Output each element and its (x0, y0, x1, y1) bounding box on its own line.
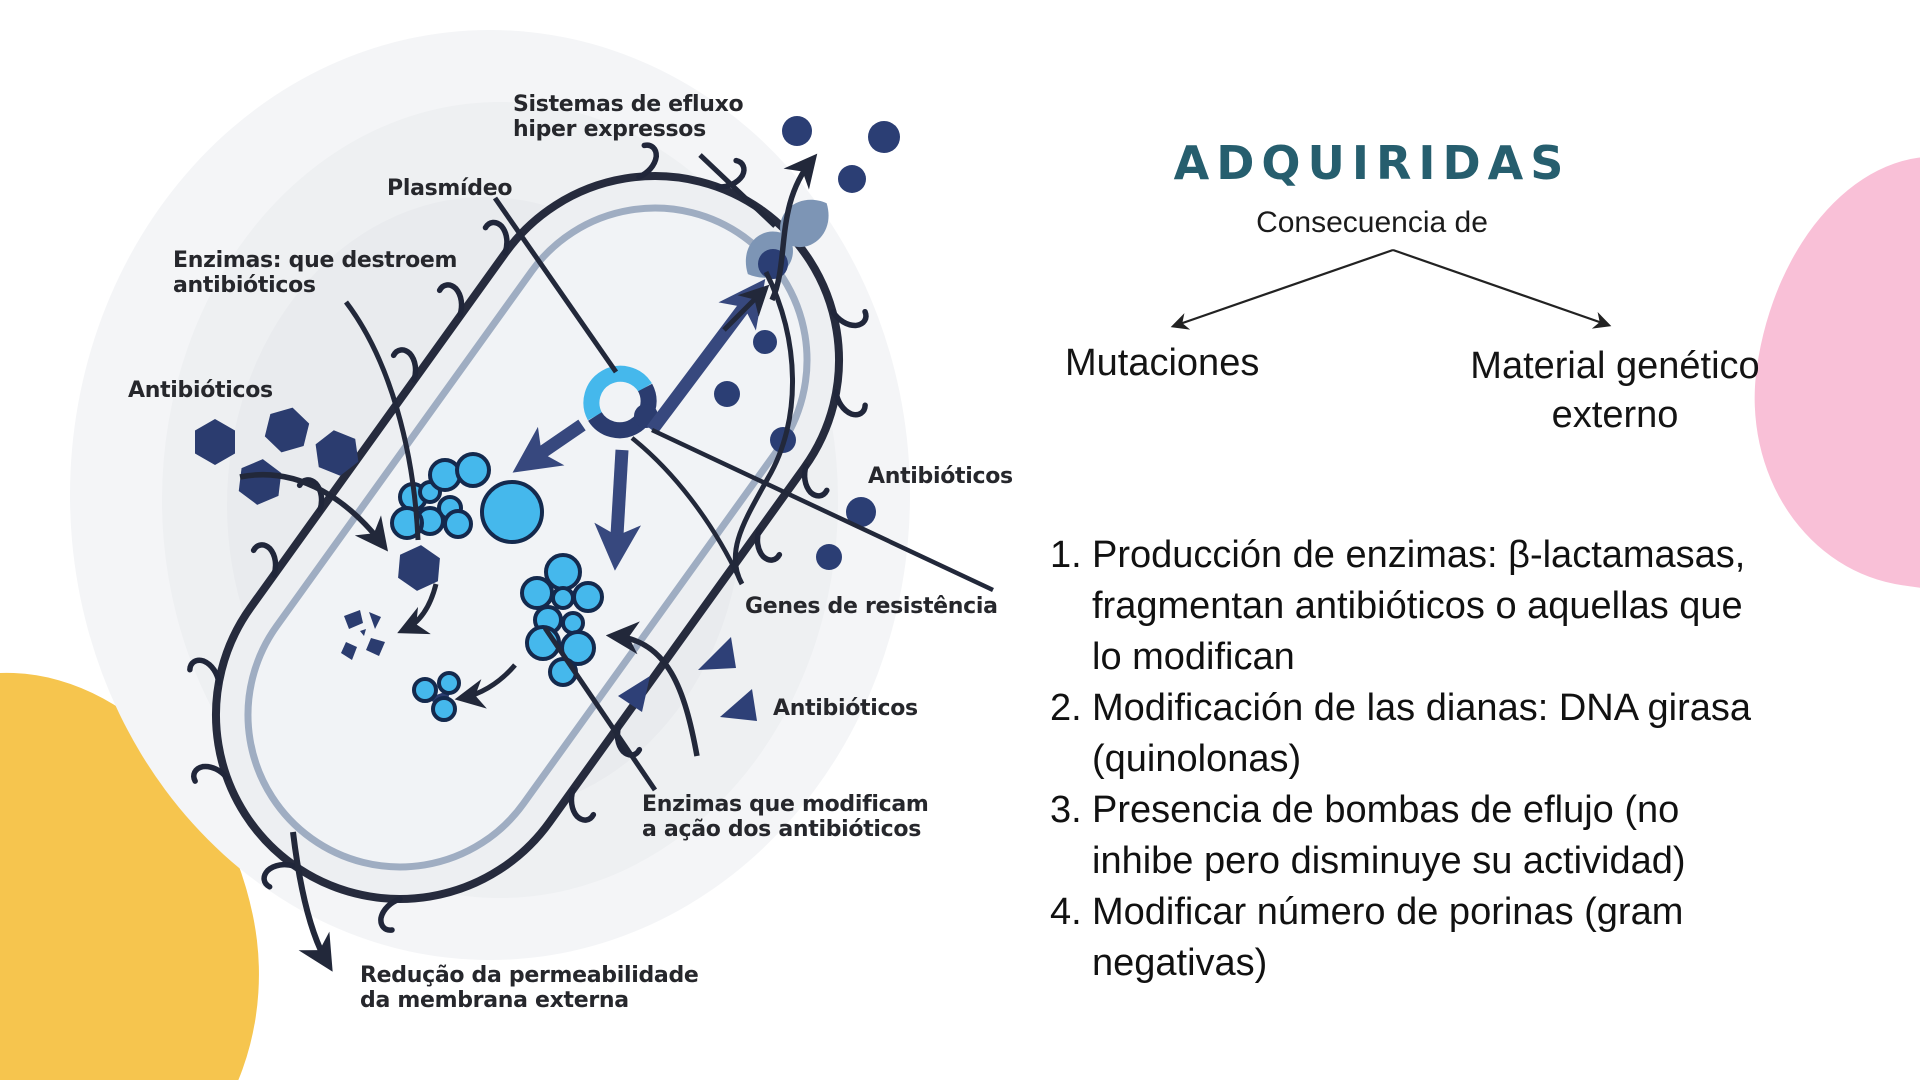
pointer-lines (239, 153, 994, 972)
list-text: Modificación de las dianas: DNA girasa (… (1092, 687, 1752, 780)
arrow-to-left-cluster (512, 419, 586, 473)
bacteria-diagram (70, 30, 994, 972)
cluster-to-small-arrow (454, 663, 517, 709)
branch-arrows (1170, 248, 1612, 330)
enzymes-modify-label-line (542, 626, 658, 792)
branch-external-material: Material genético externo (1470, 345, 1760, 436)
label-resistance-genes: Genes de resistência (745, 594, 998, 619)
genes-secondary-line (630, 436, 743, 581)
antibiotic-fragments (341, 610, 385, 660)
branch-arrow-left (1170, 248, 1394, 330)
list-item-4: 4. Modificar número de porinas (gram neg… (1050, 887, 1850, 989)
efflux-pump (746, 153, 829, 302)
enzyme-cluster-small (412, 671, 461, 722)
branch-mutations: Mutaciones (1065, 342, 1260, 384)
panel-title: ADQUIRIDAS (1173, 136, 1571, 190)
label-reduced-permeability: Redução da permeabilidade da membrana ex… (360, 963, 699, 1014)
arrow-to-bottom-cluster (594, 449, 642, 571)
efflux-arrow (769, 153, 818, 302)
list-item-2: 2. Modificación de las dianas: DNA giras… (1050, 683, 1850, 785)
antibiotic-capture-arrow (605, 621, 700, 757)
plasmid-label-line (492, 196, 619, 374)
panel-subtitle: Consecuencia de (1256, 206, 1488, 239)
list-number: 2. (1050, 687, 1082, 729)
list-text: Presencia de bombas de eflujo (no inhibe… (1092, 789, 1686, 882)
dna-strand-curve (732, 270, 795, 586)
label-plasmid: Plasmídeo (387, 176, 513, 201)
label-antibiotics-bottom: Antibióticos (773, 696, 918, 721)
hexagon-to-fragments-arrow (397, 583, 439, 635)
list-number: 4. (1050, 891, 1082, 933)
list-number: 3. (1050, 789, 1082, 831)
list-item-3: 3. Presencia de bombas de eflujo (no inh… (1050, 785, 1850, 887)
list-item-1: 1. Producción de enzimas: β-lactamasas, … (1050, 530, 1850, 683)
list-number: 1. (1050, 534, 1082, 576)
label-antibiotics-right: Antibióticos (868, 464, 1013, 489)
genes-label-line (651, 427, 994, 593)
efflux-label-line (698, 153, 777, 228)
list-text: Producción de enzimas: β-lactamasas, fra… (1092, 534, 1746, 678)
expelled-antibiotic-dots (782, 116, 900, 193)
branch-arrow-right (1392, 248, 1612, 329)
enzymes-destroy-label-line (344, 300, 421, 541)
label-antibiotics-left: Antibióticos (128, 378, 273, 403)
list-text: Modificar número de porinas (gram negati… (1092, 891, 1684, 984)
label-efflux-systems: Sistemas de efluxo hiper expressos (513, 92, 744, 143)
label-enzymes-destroy: Enzimas: que destroem antibióticos (173, 248, 458, 299)
mechanisms-list: 1. Producción de enzimas: β-lactamasas, … (1050, 530, 1850, 989)
permeability-arrow (290, 831, 333, 972)
antibiotic-dots-outside (816, 497, 876, 570)
antibiotic-triangles (618, 637, 757, 721)
antibiotics-left-entry-arrow (239, 471, 389, 552)
thin-arrow-to-pump (722, 284, 770, 332)
label-enzymes-modify: Enzimas que modificam a ação dos antibió… (642, 792, 929, 843)
